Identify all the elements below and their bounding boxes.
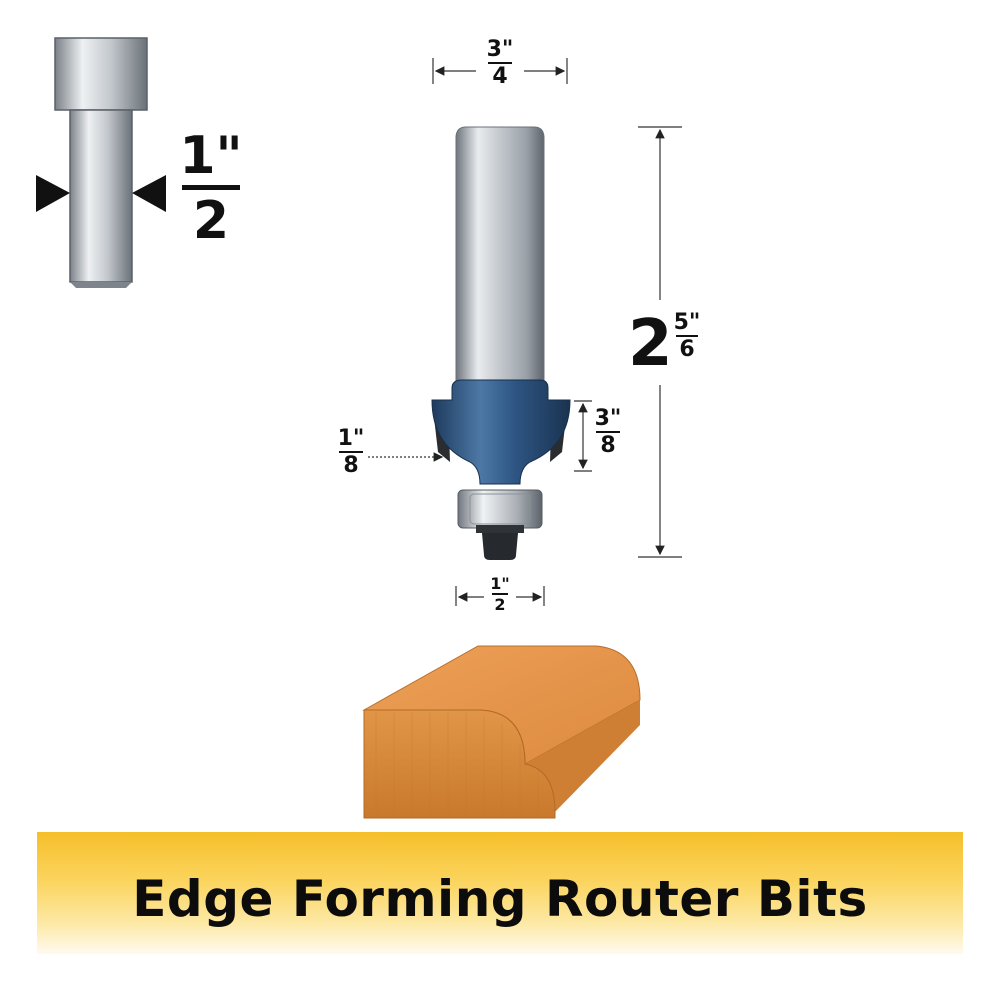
cutting-length-label: 3" 8 bbox=[594, 406, 622, 458]
shank-icon bbox=[36, 37, 166, 288]
router-bit-icon bbox=[431, 126, 571, 560]
radius-label: 1" 8 bbox=[337, 426, 365, 478]
shank-arrow-left-icon bbox=[36, 175, 70, 212]
title-banner: Edge Forming Router Bits bbox=[37, 832, 963, 954]
shank-arrow-right-icon bbox=[132, 175, 166, 212]
shank-diameter-label: 1" 2 bbox=[179, 126, 243, 251]
bearing-diameter-label: 1" 2 bbox=[490, 574, 510, 614]
banner-title: Edge Forming Router Bits bbox=[132, 870, 868, 928]
cutting-diameter-label: 3" 4 bbox=[486, 37, 514, 89]
dimension-lines bbox=[368, 58, 682, 606]
overall-length-label: 2 5" 6 bbox=[628, 307, 701, 381]
wood-profile-icon bbox=[362, 645, 641, 819]
